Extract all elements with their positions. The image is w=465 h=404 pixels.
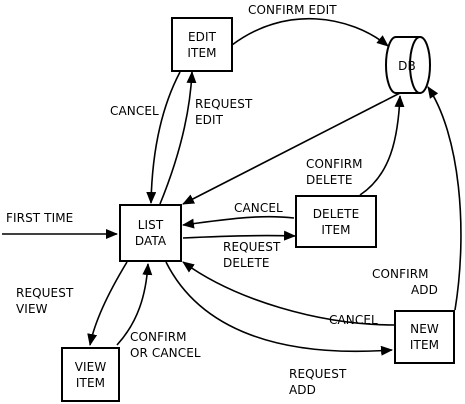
edge-cancel-edit bbox=[146, 71, 181, 204]
node-edit-item-line2: ITEM bbox=[187, 46, 216, 60]
label-first-time: FIRST TIME bbox=[6, 211, 73, 225]
edge-confirm-or-cancel-view bbox=[116, 263, 153, 346]
edge-confirm-edit bbox=[231, 18, 389, 47]
edge-cancel-delete bbox=[182, 215, 295, 229]
node-delete-item-line1: DELETE bbox=[313, 207, 360, 221]
label-request-add-line1: REQUEST bbox=[289, 367, 347, 381]
edge-request-delete bbox=[182, 230, 296, 241]
node-db-label: DB bbox=[398, 59, 416, 73]
label-request-view-line1: REQUEST bbox=[16, 286, 74, 300]
label-request-delete-line1: REQUEST bbox=[223, 240, 281, 254]
edge-confirm-delete bbox=[359, 95, 405, 196]
node-new-item-line2: ITEM bbox=[410, 338, 439, 352]
node-list-data-line2: DATA bbox=[135, 234, 167, 248]
label-cancel-delete: CANCEL bbox=[234, 201, 283, 215]
label-cancel-add: CANCEL bbox=[329, 313, 378, 327]
node-view-item-line1: VIEW bbox=[75, 360, 107, 374]
edge-db-to-list bbox=[182, 92, 401, 205]
edge-cancel-add bbox=[182, 261, 396, 326]
label-confirm-add-line2: ADD bbox=[411, 283, 438, 297]
node-edit-item-line1: EDIT bbox=[188, 30, 217, 44]
edge-request-view bbox=[87, 261, 128, 346]
label-confirm-or-cancel-line2: OR CANCEL bbox=[130, 346, 201, 360]
label-confirm-delete-line2: DELETE bbox=[306, 173, 353, 187]
label-confirm-add-line1: CONFIRM bbox=[372, 267, 429, 281]
edge-request-edit bbox=[159, 71, 197, 205]
label-request-delete-line2: DELETE bbox=[223, 256, 270, 270]
label-confirm-or-cancel-line1: CONFIRM bbox=[130, 330, 187, 344]
label-request-view-line2: VIEW bbox=[16, 302, 48, 316]
node-new-item: NEW ITEM bbox=[394, 310, 455, 364]
label-confirm-delete-line1: CONFIRM bbox=[306, 157, 363, 171]
node-list-data-line1: LIST bbox=[138, 218, 164, 232]
label-request-edit-line2: EDIT bbox=[195, 113, 224, 127]
label-request-add-line2: ADD bbox=[289, 383, 316, 397]
node-delete-item-line2: ITEM bbox=[321, 223, 350, 237]
node-edit-item: EDIT ITEM bbox=[171, 17, 233, 72]
node-view-item: VIEW ITEM bbox=[61, 347, 120, 402]
node-view-item-line2: ITEM bbox=[76, 376, 105, 390]
node-delete-item: DELETE ITEM bbox=[295, 195, 377, 248]
label-confirm-edit: CONFIRM EDIT bbox=[248, 3, 337, 17]
node-db: DB bbox=[385, 36, 431, 94]
label-cancel-edit: CANCEL bbox=[110, 104, 159, 118]
edge-confirm-add bbox=[427, 86, 462, 311]
label-request-edit-line1: REQUEST bbox=[195, 97, 253, 111]
edge-request-add bbox=[165, 261, 393, 356]
node-new-item-line1: NEW bbox=[410, 322, 439, 336]
node-list-data: LIST DATA bbox=[119, 204, 182, 262]
